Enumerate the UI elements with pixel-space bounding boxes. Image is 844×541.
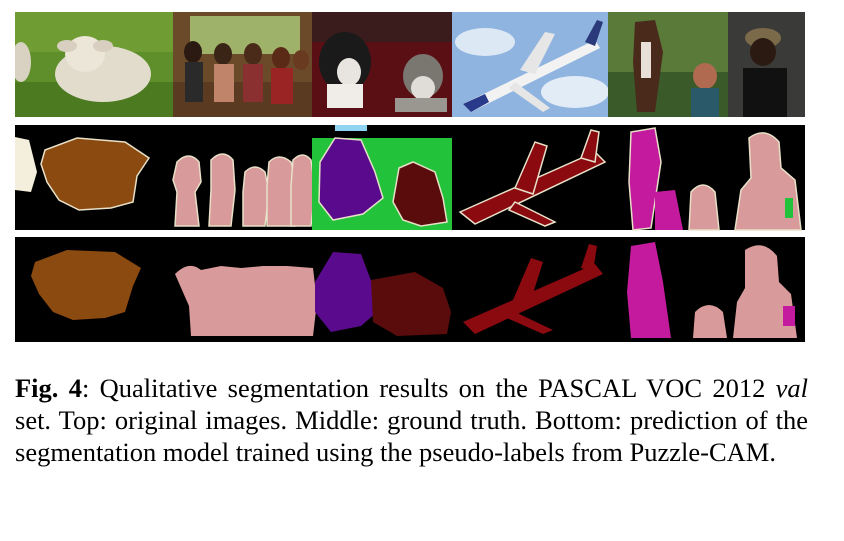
pred-horse-people xyxy=(627,242,797,338)
pred-sheep xyxy=(31,250,141,320)
figure-caption: Fig. 4: Qualitative segmentation results… xyxy=(15,372,808,468)
gt-dog-cat xyxy=(312,125,452,230)
gt-aeroplane xyxy=(458,129,607,227)
pred-dog-cat xyxy=(315,252,451,336)
photo-people xyxy=(173,12,312,117)
caption-text-before: Qualitative segmentation results on the … xyxy=(89,373,776,403)
gt-horse-people xyxy=(628,127,802,231)
pred-people xyxy=(175,265,317,336)
gt-people xyxy=(172,153,316,227)
caption-italic-val: val xyxy=(775,373,809,403)
figure-label: Fig. 4 xyxy=(15,373,82,403)
row-original-images xyxy=(15,12,805,117)
photo-horse-people xyxy=(608,12,805,117)
segmentation-figure xyxy=(15,12,805,342)
photo-dog-cat xyxy=(312,12,452,117)
row-prediction xyxy=(15,237,805,342)
gt-sheep xyxy=(15,137,151,211)
photo-sheep xyxy=(15,12,173,117)
row-ground-truth xyxy=(15,125,805,231)
pred-aeroplane xyxy=(463,244,603,334)
photo-aeroplane xyxy=(452,12,609,117)
caption-text-after: set. Top: original images. Middle: groun… xyxy=(15,405,808,467)
caption-separator: : xyxy=(81,373,90,403)
